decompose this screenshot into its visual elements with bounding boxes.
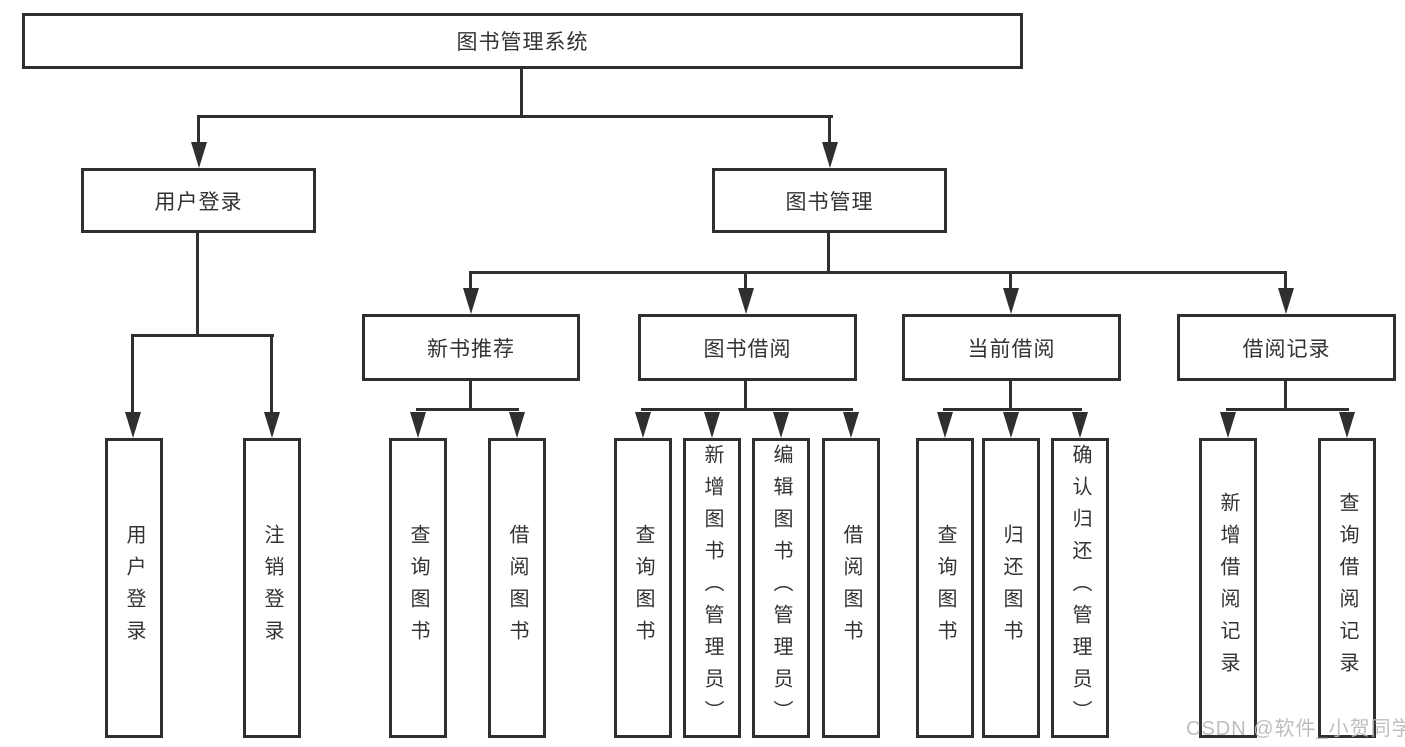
watermark-text: CSDN @软件_小贺同学 [1186,718,1405,740]
arrowhead [937,412,953,438]
node-new-book-recommend-label: 新书推荐 [427,337,515,361]
leaf-borrow-books-borrow: 借阅图书 [822,438,880,738]
arrowhead [463,288,479,314]
arrowhead [738,288,754,314]
node-book-management-label: 图书管理 [785,190,874,214]
leaf-borrow-books-recommend: 借阅图书 [488,438,546,738]
leaf-user-login-label: 用户登录 [123,524,145,652]
leaf-logout: 注销登录 [243,438,301,738]
connector-shaft [469,273,472,291]
arrowhead [822,142,838,168]
leaf-query-borrow-record-label: 查询借阅记录 [1336,492,1358,684]
node-current-borrowing: 当前借阅 [902,314,1121,381]
node-library-system-label: 图书管理系统 [456,31,589,54]
node-user-login-label: 用户登录 [154,190,243,214]
connector-root-stem [520,69,523,117]
connector-recommend-branch [416,408,519,411]
node-user-login: 用户登录 [81,168,316,233]
connector-shaft [131,336,134,414]
node-book-management: 图书管理 [712,168,947,233]
leaf-add-books-admin: 新增图书（管理员） [683,438,741,738]
leaf-query-books-borrow-label: 查询图书 [632,524,654,652]
arrowhead [773,412,789,438]
arrowhead [509,412,525,438]
node-book-borrowing: 图书借阅 [638,314,857,381]
leaf-confirm-return-admin-label: 确认归还（管理员） [1069,444,1091,732]
leaf-query-books-borrow: 查询图书 [614,438,672,738]
leaf-add-borrow-record-label: 新增借阅记录 [1217,492,1239,684]
arrowhead [191,142,207,168]
arrowhead [125,412,141,438]
arrowhead [264,412,280,438]
connector-current-stem [1009,381,1012,411]
connector-recommend-stem [469,381,472,411]
arrowhead [1339,412,1355,438]
leaf-edit-books-admin-label: 编辑图书（管理员） [770,444,792,732]
arrowhead [1003,288,1019,314]
node-book-borrowing-label: 图书借阅 [703,337,792,361]
connector-bookmgmt-stem [827,233,830,274]
connector-root-branch [197,115,833,118]
leaf-edit-books-admin: 编辑图书（管理员） [752,438,810,738]
node-borrowing-records-label: 借阅记录 [1242,337,1331,361]
connector-borrowing-branch [641,408,853,411]
leaf-query-books-recommend-label: 查询图书 [407,524,429,652]
node-new-book-recommend: 新书推荐 [362,314,580,381]
leaf-query-borrow-record: 查询借阅记录 [1318,438,1376,738]
connector-userlogin-branch [131,334,274,337]
leaf-logout-label: 注销登录 [261,524,283,652]
arrowhead [1072,412,1088,438]
leaf-query-books-recommend: 查询图书 [389,438,447,738]
arrowhead [410,412,426,438]
connector-borrowing-stem [744,381,747,411]
leaf-add-borrow-record: 新增借阅记录 [1199,438,1257,738]
leaf-borrow-books-borrow-label: 借阅图书 [840,524,862,652]
leaf-user-login: 用户登录 [105,438,163,738]
connector-shaft [828,117,831,145]
connector-shaft [1284,273,1287,291]
arrowhead [704,412,720,438]
connector-shaft [1009,273,1012,291]
leaf-return-books: 归还图书 [982,438,1040,738]
connector-shaft [744,273,747,291]
connector-bookmgmt-branch [469,271,1287,274]
connector-shaft [270,336,273,414]
connector-userlogin-stem [196,233,199,337]
arrowhead [843,412,859,438]
connector-records-stem [1284,381,1287,411]
node-library-system: 图书管理系统 [22,13,1023,69]
connector-shaft [197,117,200,145]
arrowhead [1220,412,1236,438]
leaf-add-books-admin-label: 新增图书（管理员） [701,444,723,732]
arrowhead [635,412,651,438]
leaf-return-books-label: 归还图书 [1000,524,1022,652]
connector-current-branch [943,408,1082,411]
leaf-query-books-current: 查询图书 [916,438,974,738]
arrowhead [1003,412,1019,438]
leaf-confirm-return-admin: 确认归还（管理员） [1051,438,1109,738]
arrowhead [1278,288,1294,314]
connector-records-branch [1226,408,1349,411]
node-borrowing-records: 借阅记录 [1177,314,1396,381]
node-current-borrowing-label: 当前借阅 [967,337,1056,361]
leaf-borrow-books-recommend-label: 借阅图书 [506,524,528,652]
leaf-query-books-current-label: 查询图书 [934,524,956,652]
